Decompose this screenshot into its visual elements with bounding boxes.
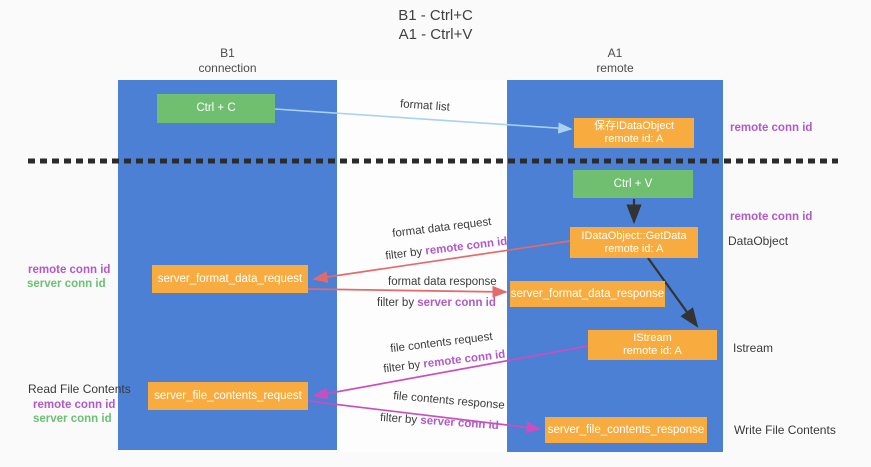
diagram-title-line2: A1 - Ctrl+V: [398, 26, 473, 43]
getdata-line2: remote id: A: [604, 242, 664, 255]
lane-right-title: A1: [607, 46, 623, 60]
server-conn-id-label-left-top: server conn id: [27, 278, 106, 290]
remote-conn-id-label-right-top: remote conn id: [730, 122, 813, 134]
remote-conn-id-label-left-top: remote conn id: [28, 264, 111, 276]
server-file-contents-response-label: server_file_contents_response: [547, 423, 705, 436]
lane-header-a1-remote: A1 remote: [507, 46, 723, 76]
diagram-title: B1 - Ctrl+C A1 - Ctrl+V: [0, 6, 871, 44]
istream-line1: IStream: [633, 332, 672, 344]
dataobject-label: DataObject: [728, 234, 789, 248]
lane-left-title: B1: [220, 46, 235, 60]
lane-right-subtitle: remote: [596, 61, 634, 75]
save-idataobject-box: 保存IDataObject remote id: A: [574, 118, 694, 148]
server-format-data-response-label: server_format_data_response: [510, 287, 665, 300]
remote-conn-id-label-right-mid: remote conn id: [730, 211, 813, 223]
server-file-contents-request-box: server_file_contents_request: [148, 382, 308, 410]
filter-by-text: filter by: [377, 297, 418, 309]
server-format-data-request-label: server_format_data_request: [157, 272, 303, 285]
ctrl-c-label: Ctrl + C: [196, 102, 236, 114]
write-file-contents-label: Write File Contents: [734, 423, 836, 437]
lane-header-b1-connection: B1 connection: [118, 46, 337, 76]
format-data-response-filter-label: filter by server conn id: [377, 297, 496, 309]
read-file-contents-label: Read File Contents: [28, 382, 131, 396]
ctrl-v-box: Ctrl + V: [573, 170, 693, 198]
istream-box: IStream remote id: A: [588, 330, 717, 360]
remote-conn-id-label-left-bottom: remote conn id: [33, 399, 116, 411]
lane-left-subtitle: connection: [198, 61, 257, 75]
getdata-line1: IDataObject::GetData: [581, 229, 687, 242]
save-idataobject-line1: 保存IDataObject: [593, 120, 675, 132]
server-format-data-request-box: server_format_data_request: [152, 265, 308, 293]
ctrl-c-box: Ctrl + C: [157, 94, 275, 123]
server-format-data-response-box: server_format_data_response: [510, 281, 665, 307]
format-data-response-label: format data response: [388, 276, 497, 288]
server-file-contents-request-label: server_file_contents_request: [154, 389, 302, 402]
idataobject-getdata-box: IDataObject::GetData remote id: A: [570, 227, 698, 258]
diagram-title-line1: B1 - Ctrl+C: [398, 7, 473, 24]
save-idataobject-line2: remote id: A: [604, 133, 664, 145]
server-file-contents-response-box: server_file_contents_response: [545, 417, 707, 443]
server-conn-id-key: server conn id: [417, 297, 496, 309]
ctrl-v-label: Ctrl + V: [613, 177, 653, 190]
istream-side-label: Istream: [733, 341, 774, 355]
server-conn-id-label-left-bottom: server conn id: [33, 413, 112, 425]
istream-line2: remote id: A: [623, 345, 682, 357]
